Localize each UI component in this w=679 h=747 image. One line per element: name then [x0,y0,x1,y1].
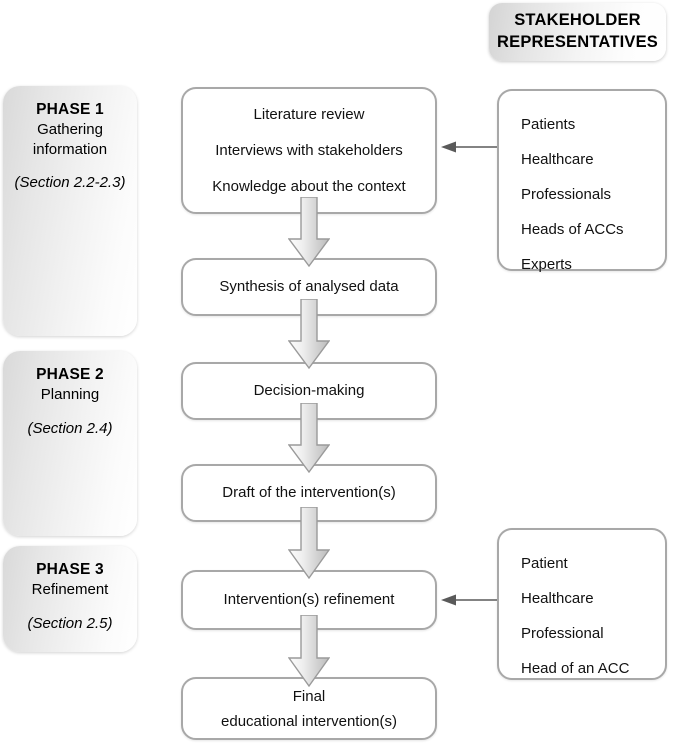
stakeholders-top-box: Patients Healthcare Professionals Heads … [497,89,667,273]
flow-step-1-line-1: Literature review [253,105,365,123]
down-arrow-icon-5 [288,615,330,687]
stakeholder-item: Patients [521,116,576,133]
stakeholder-representatives-header: STAKEHOLDER REPRESENTATIVES [489,3,666,61]
flow-step-6-line-2: educational intervention(s) [221,712,397,730]
stakeholders-bottom-list: Patient Healthcare Professional Head of … [521,546,629,686]
phase-3-box: PHASE 3 Refinement (Section 2.5) [3,546,137,652]
phase-3-subtitle-line-1: Refinement [31,581,109,599]
phase-2-section: (Section 2.4) [27,419,113,437]
stakeholder-item: Healthcare [521,151,594,168]
down-arrow-icon-1 [288,197,330,267]
flow-step-6-line-1: Final [292,687,326,705]
header-line-1: STAKEHOLDER [514,11,641,30]
stakeholder-item: Healthcare [521,590,594,607]
flow-step-1-line-3: Knowledge about the context [212,177,406,195]
down-arrow-icon-3 [288,403,330,473]
down-arrow-icon-4 [288,507,330,579]
phase-3-title: PHASE 3 [36,561,104,578]
stakeholder-item: Experts [521,256,572,273]
stakeholders-bottom-box: Patient Healthcare Professional Head of … [497,528,667,680]
stakeholders-top-list: Patients Healthcare Professionals Heads … [521,107,624,282]
phase-1-subtitle-line-1: Gathering [37,121,103,139]
left-arrow-icon-top [441,140,497,154]
phase-1-box: PHASE 1 Gathering information (Section 2… [3,86,137,336]
flow-step-4-label: Draft of the intervention(s) [222,484,396,501]
header-text: STAKEHOLDER REPRESENTATIVES [497,10,658,54]
phase-3-content: PHASE 3 Refinement (Section 2.5) [3,560,137,633]
flow-step-5-label: Intervention(s) refinement [223,591,395,608]
flow-step-3-label: Decision-making [253,382,365,399]
phase-3-section: (Section 2.5) [27,614,113,632]
stakeholder-item: Professionals [521,186,612,203]
stakeholder-item: Head of an ACC [521,660,630,677]
flow-step-3-box: Decision-making [181,362,437,420]
flow-step-2-label: Synthesis of analysed data [219,278,399,295]
flow-step-1-line-2: Interviews with stakeholders [215,141,403,159]
phase-1-section: (Section 2.2-2.3) [14,174,126,192]
flow-step-1-lines: Literature review Interviews with stakeh… [183,97,435,205]
phase-1-content: PHASE 1 Gathering information (Section 2… [3,100,137,193]
flow-step-1-box: Literature review Interviews with stakeh… [181,87,437,214]
stakeholder-item: Patient [521,555,568,572]
phase-1-subtitle-line-2: information [32,140,108,158]
left-arrow-icon-bottom [441,593,497,607]
flow-step-6-lines: Final educational intervention(s) [183,684,435,734]
phase-2-content: PHASE 2 Planning (Section 2.4) [3,365,137,438]
phase-1-title: PHASE 1 [36,101,104,118]
header-line-2: REPRESENTATIVES [497,33,658,51]
stakeholder-item: Professional [521,625,604,642]
phase-2-subtitle-line-1: Planning [40,386,100,404]
down-arrow-icon-2 [288,299,330,369]
phase-2-title: PHASE 2 [36,366,104,383]
phase-2-box: PHASE 2 Planning (Section 2.4) [3,351,137,536]
stakeholder-item: Heads of ACCs [521,221,624,238]
